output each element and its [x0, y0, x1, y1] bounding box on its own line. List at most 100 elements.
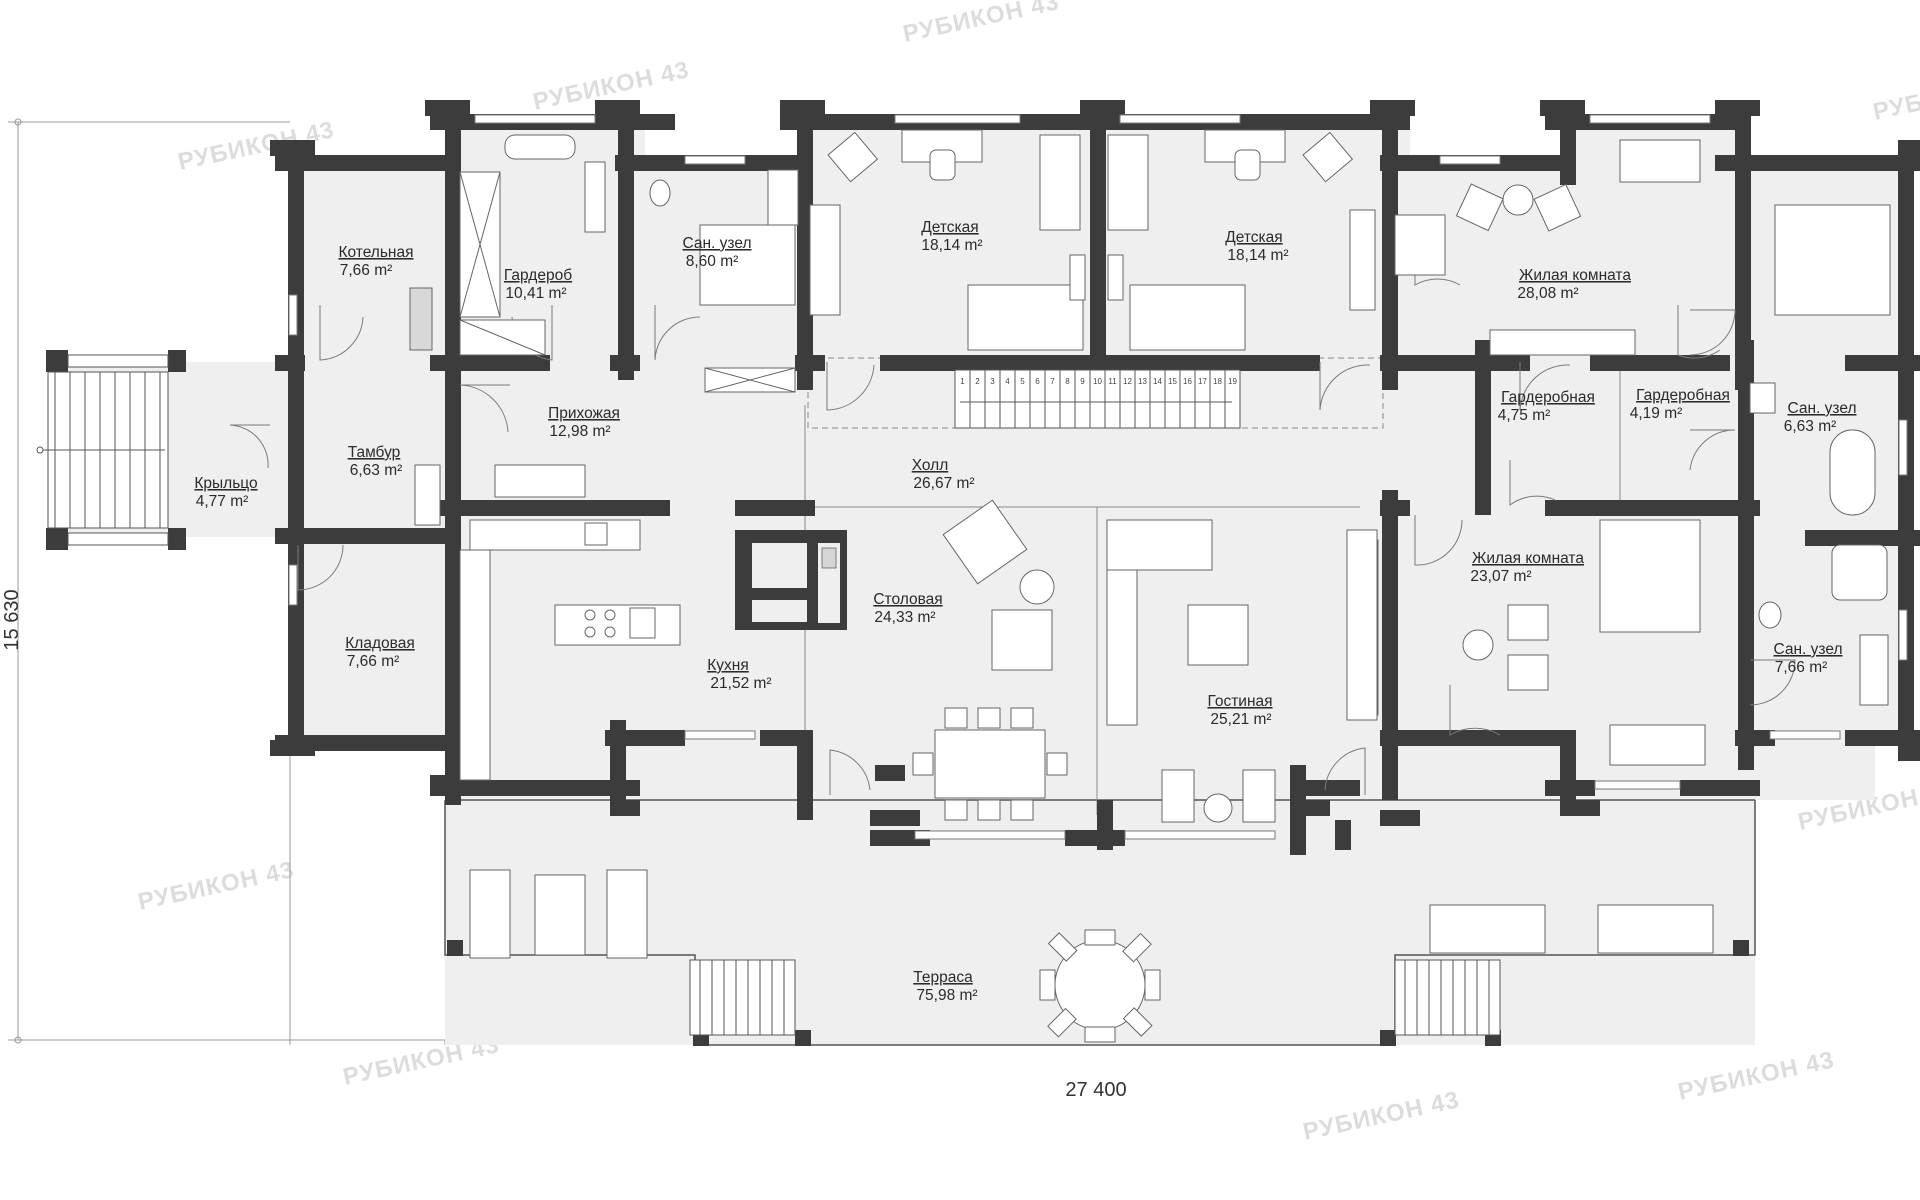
bathtub-small: [504, 134, 576, 160]
stair-step-number: 10: [1093, 377, 1102, 386]
room-area: 12,98 m²: [549, 423, 610, 440]
chair: [944, 799, 968, 821]
lounge-chair: [606, 869, 648, 959]
desk: [1394, 214, 1446, 276]
room-area: 6,63 m²: [1784, 418, 1837, 435]
kitchen-counter: [469, 519, 641, 551]
room-area: 23,07 m²: [1470, 568, 1531, 585]
chair: [1234, 149, 1261, 181]
room-area: 18,14 m²: [1227, 247, 1288, 264]
sofa-corner: [1106, 519, 1213, 571]
room-area: 25,21 m²: [1210, 711, 1271, 728]
room-name: Сан. узел: [683, 235, 752, 252]
porch-stairs: [36, 354, 169, 546]
room-name: Жилая комната: [1472, 550, 1584, 567]
stair-step-number: 12: [1123, 377, 1132, 386]
room-area: 26,67 m²: [913, 475, 974, 492]
stair-step-number: 4: [1005, 377, 1010, 386]
room-area: 7,66 m²: [1775, 659, 1828, 676]
chair: [1047, 1007, 1077, 1038]
room-area: 6,63 m²: [350, 462, 403, 479]
room-name: Котельная: [338, 244, 413, 261]
stair-step-number: 1: [960, 377, 965, 386]
shower: [1831, 544, 1888, 601]
room-name: Прихожая: [548, 405, 620, 422]
chair: [1122, 932, 1152, 963]
coffee-table: [1187, 604, 1249, 666]
room-name: Крыльцо: [194, 475, 257, 492]
chair: [944, 707, 968, 729]
stair-step-number: 2: [975, 377, 980, 386]
bench: [494, 464, 586, 498]
stair-step-number: 6: [1035, 377, 1040, 386]
room-name: Сан. узел: [1788, 400, 1857, 417]
chair: [1084, 1026, 1116, 1043]
sun-lounger: [1597, 904, 1714, 954]
room-area: 4,19 m²: [1630, 405, 1683, 422]
watermark: РУБИКОН 43: [136, 856, 297, 915]
room-area: 28,08 m²: [1517, 285, 1578, 302]
toilet: [1758, 601, 1782, 629]
room-name: Столовая: [873, 591, 942, 608]
room-labels: Котельная 7,66 m² Гардероб 10,41 m² Сан.…: [194, 219, 1856, 1004]
stair-step-number: 17: [1198, 377, 1207, 386]
room-name: Жилая комната: [1519, 267, 1631, 284]
watermark: РУБИКОН 43: [901, 0, 1062, 48]
chair: [1039, 969, 1056, 1001]
chair: [1046, 752, 1068, 776]
room-name: Терраса: [913, 969, 973, 986]
room-area: 18,14 m²: [921, 237, 982, 254]
bed: [1129, 284, 1246, 351]
stair-step-number: 3: [990, 377, 995, 386]
log-walls: [46, 100, 1920, 1046]
stair-step-number: 14: [1153, 377, 1162, 386]
room-name: Кухня: [707, 657, 748, 674]
watermark: РУБИКОН 43: [1301, 1086, 1462, 1145]
coffee-table: [1502, 184, 1534, 216]
stair-step-number: 8: [1065, 377, 1070, 386]
sofa: [1609, 724, 1706, 766]
armchair: [827, 131, 879, 183]
stair-step-number: 13: [1138, 377, 1147, 386]
double-bed: [1599, 519, 1701, 633]
room-name: Детская: [921, 219, 978, 236]
coffee-table: [1462, 629, 1494, 661]
room-name: Сан. узел: [1774, 641, 1843, 658]
armchair: [1507, 604, 1549, 641]
stair-step-number: 7: [1050, 377, 1055, 386]
watermark: РУБИКОН 43: [1871, 66, 1920, 125]
nightstand: [1107, 254, 1124, 301]
nightstand: [1069, 254, 1086, 301]
desk-left: [809, 204, 841, 316]
armchair: [942, 499, 1028, 585]
toilet: [649, 179, 671, 207]
stair-step-number: 19: [1228, 377, 1237, 386]
room-area: 21,52 m²: [710, 675, 771, 692]
room-name: Гостиная: [1207, 693, 1272, 710]
lounge-chair: [534, 874, 586, 956]
side-table: [1019, 569, 1055, 605]
bathtub: [1829, 429, 1876, 516]
kitchen-counter: [459, 549, 491, 781]
room-name: Холл: [912, 457, 949, 474]
dimension-height: 15 630: [1, 589, 23, 650]
shelf: [584, 161, 606, 233]
armchair: [991, 609, 1053, 671]
stove: [752, 543, 840, 623]
room-area: 24,33 m²: [874, 609, 935, 626]
stair-step-number: 5: [1020, 377, 1025, 386]
cabinet: [414, 464, 441, 526]
terrace-stairs: [689, 959, 1501, 1036]
double-bed: [1774, 204, 1891, 316]
room-area: 75,98 m²: [916, 987, 977, 1004]
armchair: [1302, 131, 1354, 183]
chair: [977, 707, 1001, 729]
sink-counter: [1859, 634, 1889, 706]
tv-cabinet: [1346, 529, 1378, 721]
dining-table: [934, 729, 1046, 799]
windows: [288, 114, 1908, 840]
room-name: Гардеробная: [1636, 387, 1730, 404]
sun-lounger: [1429, 904, 1546, 954]
stair-step-number: 11: [1108, 377, 1117, 386]
